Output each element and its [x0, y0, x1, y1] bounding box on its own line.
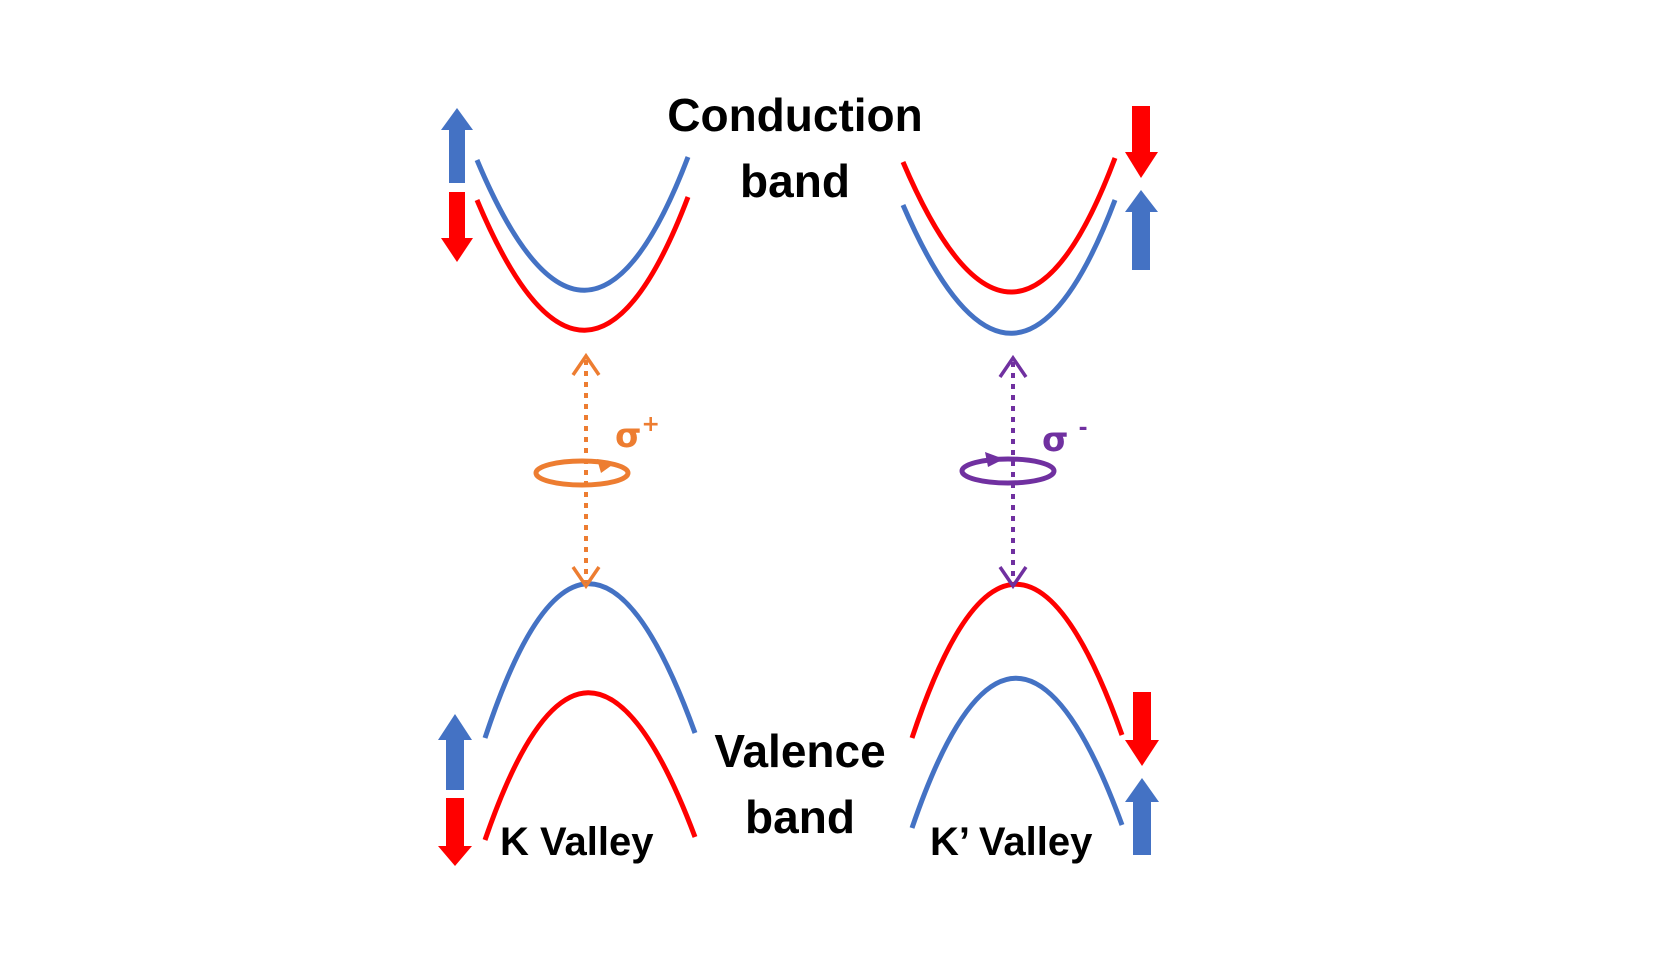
sigma-minus-label: σ- [1042, 416, 1088, 460]
kprime-conduction-spin-down-band [900, 157, 1118, 295]
valence-label-line1: Valence [714, 725, 886, 777]
valence-band-label: Valence band [690, 728, 910, 840]
spin-up-arrow-icon [1125, 190, 1158, 270]
sigma-minus-sup: - [1078, 416, 1088, 441]
spin-up-arrow-icon [441, 108, 473, 183]
spin-down-arrow-icon [441, 192, 473, 262]
sigma-plus-label: σ+ [615, 412, 660, 456]
spin-up-arrow-icon [438, 714, 472, 790]
k-conduction-spin-up-band [474, 156, 691, 293]
kprime-valley-valence-bands [909, 581, 1125, 829]
k-valley-conduction-bands [474, 156, 691, 333]
k-valley-label: K Valley [500, 820, 654, 864]
kprime-valley-conduction-bands [900, 157, 1118, 336]
sigma-plus-sup: + [641, 412, 660, 437]
k-valence-spin-down-band [482, 690, 698, 841]
kprime-valley-label: K’ Valley [930, 820, 1093, 864]
circular-polarization-ring-icon [533, 458, 631, 488]
spin-up-arrow-icon [1125, 778, 1159, 855]
spin-down-arrow-icon [438, 798, 472, 866]
kprime-valence-spin-down-band [909, 581, 1125, 739]
spin-down-arrow-icon [1125, 106, 1158, 178]
kprime-conduction-spin-up-band [900, 199, 1118, 336]
circular-polarization-ring-icon [959, 452, 1057, 486]
conduction-band-label: Conduction band [650, 92, 940, 204]
sigma-plus-base: σ [615, 416, 642, 456]
k-conduction-spin-down-band [474, 196, 691, 333]
sigma-minus-transition-arrow [998, 354, 1028, 590]
sigma-minus-base: σ [1042, 420, 1069, 460]
kprime-valence-spin-up-band [909, 675, 1125, 829]
conduction-label-line1: Conduction [667, 89, 923, 141]
k-valley-valence-bands [482, 581, 698, 841]
k-valence-spin-up-band [482, 581, 698, 739]
spin-down-arrow-icon [1125, 692, 1159, 766]
valence-label-line2: band [745, 791, 855, 843]
conduction-label-line2: band [740, 155, 850, 207]
sigma-plus-transition-arrow [571, 352, 601, 590]
